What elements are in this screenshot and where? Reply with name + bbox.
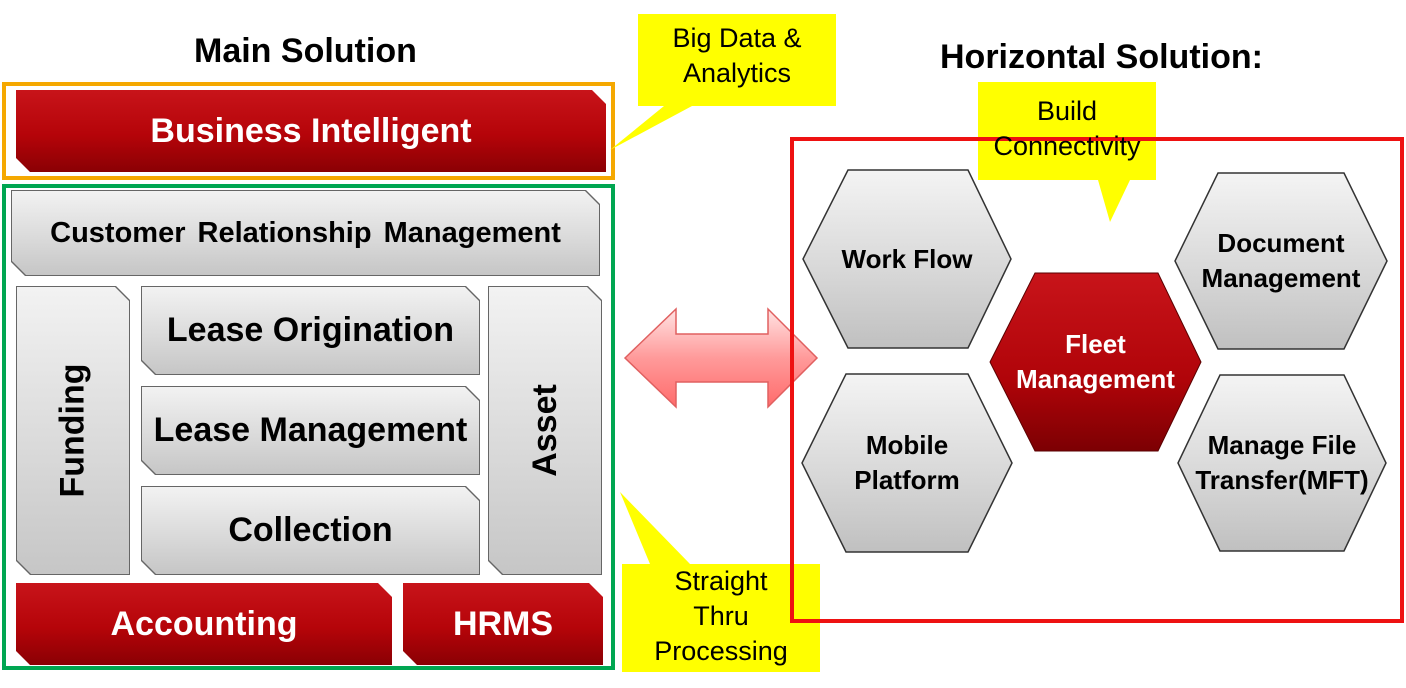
lease-origination-block: Lease Origination bbox=[142, 287, 479, 374]
manage-file-transfer-hexagon bbox=[1177, 374, 1387, 552]
fleet-management-hexagon bbox=[989, 272, 1202, 452]
hrms-label: HRMS bbox=[452, 604, 554, 643]
fleet-management-line-2: Management bbox=[1016, 364, 1175, 394]
hrms-block: HRMS bbox=[403, 583, 603, 665]
work-flow-label: Work Flow bbox=[803, 170, 1011, 348]
big-data-line-1: Big Data & bbox=[672, 23, 802, 53]
funding-block: Funding bbox=[17, 287, 129, 574]
core-modules-frame bbox=[2, 184, 615, 670]
business-intelligence-frame bbox=[2, 82, 615, 180]
collection-block: Collection bbox=[142, 487, 479, 574]
asset-block: Asset bbox=[489, 287, 601, 574]
mobile-platform-line-1: Mobile bbox=[865, 430, 949, 460]
lease-origination-label: Lease Origination bbox=[166, 311, 455, 349]
build-connectivity-callout bbox=[978, 82, 1156, 222]
straight-line-2: Thru bbox=[693, 601, 749, 631]
lease-management-block: Lease Management bbox=[142, 387, 479, 474]
work-flow-hexagon bbox=[802, 169, 1012, 349]
manage-file-transfer-line-1: Manage File bbox=[1207, 430, 1357, 460]
work-flow-line-1: Work Flow bbox=[841, 243, 973, 274]
document-management-hexagon bbox=[1174, 172, 1388, 350]
build-connectivity-callout-text: Build Connectivity bbox=[978, 94, 1156, 164]
lease-management-label: Lease Management bbox=[153, 411, 468, 449]
horizontal-solution-frame bbox=[790, 137, 1404, 623]
document-management-line-1: Document bbox=[1217, 228, 1345, 258]
big-data-callout bbox=[610, 14, 836, 150]
business-intelligent-block: Business Intelligent bbox=[16, 90, 606, 172]
document-management-line-2: Management bbox=[1201, 263, 1361, 293]
build-line-2: Connectivity bbox=[993, 131, 1141, 161]
double-arrow-icon bbox=[623, 307, 819, 409]
crm-block: Customer Relationship Management bbox=[12, 191, 599, 275]
mobile-platform-line-2: Platform bbox=[854, 465, 960, 495]
mobile-platform-label: Mobile Platform bbox=[802, 374, 1012, 552]
document-management-label: Document Management bbox=[1175, 173, 1387, 349]
business-intelligent-label: Business Intelligent bbox=[150, 111, 472, 150]
fleet-management-line-1: Fleet bbox=[1065, 329, 1126, 359]
accounting-label: Accounting bbox=[110, 604, 298, 643]
big-data-line-2: Analytics bbox=[682, 58, 792, 88]
big-data-callout-text: Big Data & Analytics bbox=[638, 21, 836, 91]
main-solution-title: Main Solution bbox=[194, 32, 417, 70]
manage-file-transfer-label: Manage File Transfer(MFT) bbox=[1178, 375, 1386, 551]
collection-label: Collection bbox=[228, 511, 393, 549]
straight-line-1: Straight bbox=[674, 566, 768, 596]
horizontal-solution-title: Horizontal Solution: bbox=[940, 38, 1263, 76]
mobile-platform-hexagon bbox=[801, 373, 1013, 553]
manage-file-transfer-line-2: Transfer(MFT) bbox=[1195, 465, 1369, 495]
straight-line-3: Processing bbox=[654, 636, 788, 666]
accounting-block: Accounting bbox=[16, 583, 392, 665]
straight-thru-callout bbox=[620, 492, 820, 672]
build-line-1: Build bbox=[1036, 96, 1098, 126]
crm-label: Customer Relationship Management bbox=[50, 216, 561, 249]
fleet-management-label: Fleet Management bbox=[990, 273, 1201, 451]
straight-thru-callout-text: Straight Thru Processing bbox=[622, 564, 820, 669]
